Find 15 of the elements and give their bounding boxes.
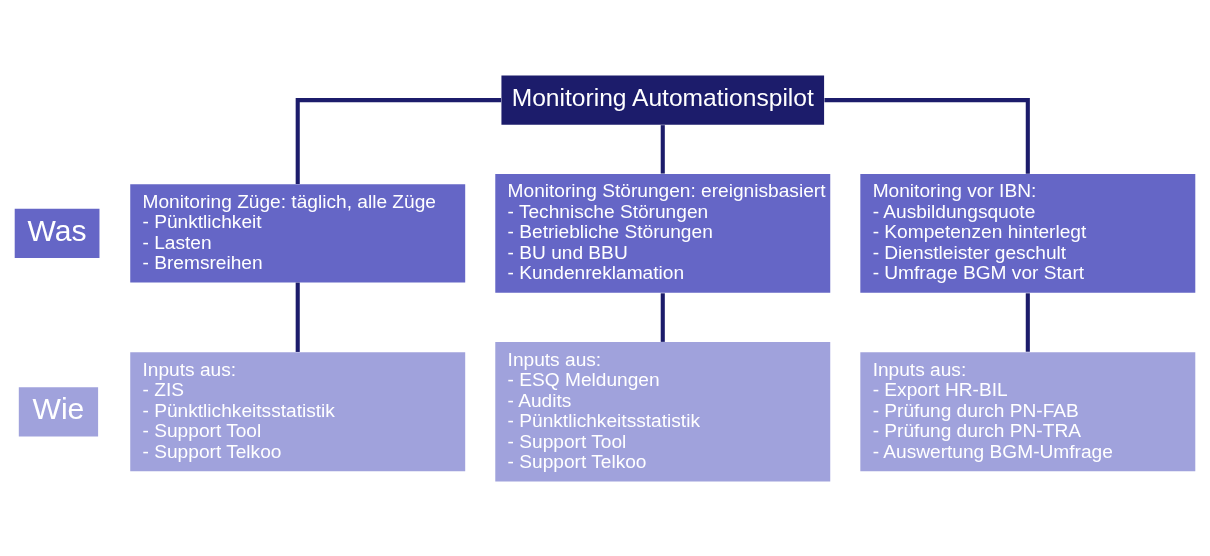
node-box: Monitoring Automationspilot (501, 74, 825, 125)
node-box: Was (14, 208, 100, 258)
connector (660, 124, 665, 174)
node-box: Monitoring Züge: täglich, alle Züge - Pünktlichkeit - Lasten - Bremsreihen (130, 183, 466, 283)
connector (295, 97, 502, 184)
connector (660, 292, 665, 342)
connector (295, 282, 300, 352)
node-box: Inputs aus: - Export HR-BIL - Prüfung durch PN-FAB - Prüfung durch PN-TRA - Auswertung BGM-Umfrage (860, 351, 1196, 471)
node-box: Inputs aus: - ZIS - Pünktlichkeitsstatistik - Support Tool - Support Telkoo (130, 351, 466, 471)
node-box: Monitoring vor IBN: - Ausbildungsquote - Kompetenzen hinterlegt - Dienstleister geschult - Umfrage BGM vor Start (860, 173, 1196, 293)
connector (1025, 292, 1030, 352)
connector (824, 97, 1030, 174)
node-box: Inputs aus: - ESQ Meldungen - Audits - Pünktlichkeitsstatistik - Support Tool - Support Telkoo (495, 341, 831, 482)
node-box: Monitoring Störungen: ereignisbasiert - Technische Störungen - Betriebliche Störungen - BU und BBU - Kundenreklamation (495, 173, 831, 293)
node-box: Wie (18, 386, 99, 436)
